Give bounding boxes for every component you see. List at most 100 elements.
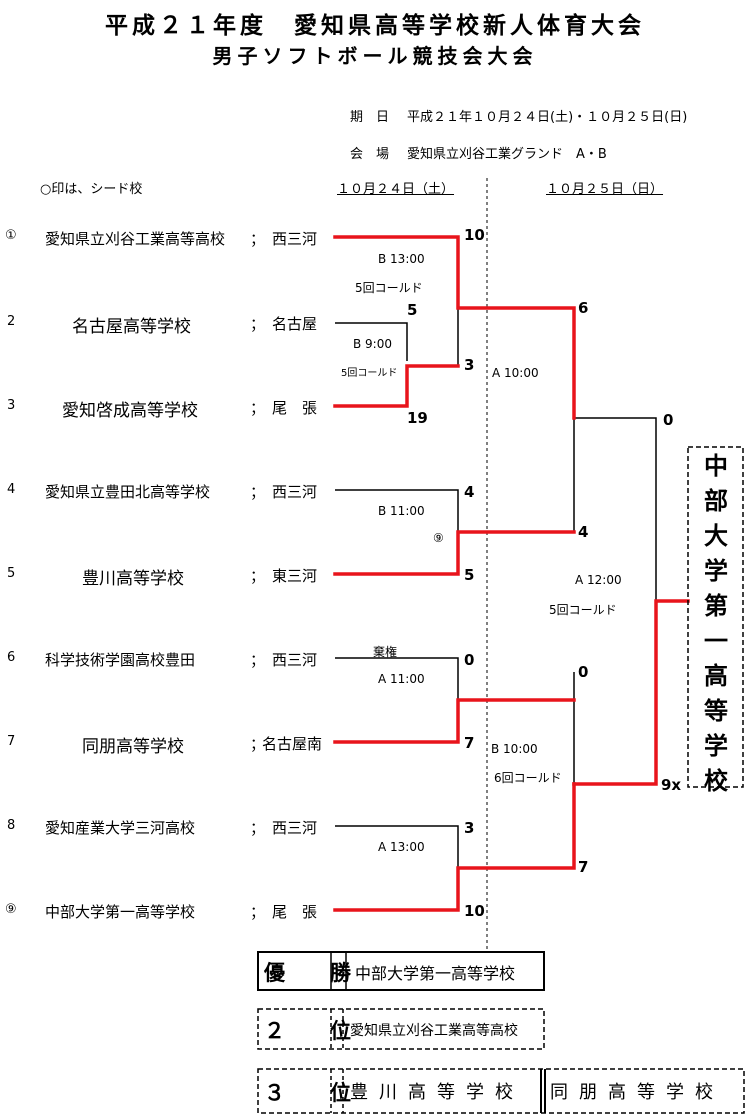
win-qf-bottom [572, 599, 690, 786]
third-name-b: 同朋高等学校 [550, 1082, 724, 1103]
venue-label: 会 場 [350, 147, 390, 162]
game-time: B 13:00 [378, 252, 425, 266]
team-name: 豊川高等学校 [82, 569, 184, 589]
team-region: 名古屋南 [262, 735, 323, 753]
team-sep: ； [250, 903, 266, 921]
team-no: ① [5, 228, 17, 243]
score: 3 [464, 356, 475, 374]
team-region: 名古屋 [272, 315, 318, 333]
score: 4 [578, 523, 589, 541]
second-box-frame [257, 1008, 545, 1050]
score: 10 [464, 902, 485, 920]
game-note: 5回コールド [355, 281, 423, 295]
line-sf-top [574, 417, 657, 601]
team-name: 中部大学第一高等学校 [45, 903, 196, 921]
team-name: 科学技術学園高校豊田 [45, 651, 196, 669]
team-name: 愛知啓成高等学校 [62, 401, 198, 421]
team-name: 愛知産業大学三河高校 [45, 819, 196, 837]
game-time: B 9:00 [353, 337, 392, 351]
team-no: 5 [7, 566, 16, 581]
team-no: 2 [7, 314, 16, 329]
champion-char: 部 [704, 487, 728, 515]
team-name: 同朋高等学校 [82, 737, 184, 757]
win-team5 [333, 530, 576, 576]
champion-char: 第 [704, 592, 728, 620]
game-note: 6回コールド [494, 771, 562, 785]
team-no: ⑨ [5, 902, 17, 917]
champion-char: 等 [704, 697, 728, 725]
page-title: 平成２１年度 愛知県高等学校新人体育大会 [105, 13, 645, 39]
team-sep: ； [250, 819, 266, 837]
forfeit-note: 棄権 [373, 645, 398, 659]
date-label: 期 日 [350, 110, 390, 125]
score: 19 [407, 409, 428, 427]
score: 7 [464, 734, 475, 752]
champion-vertical: 中 部 大 学 第 一 高 等 学 校 [696, 449, 736, 799]
champion-char: 学 [704, 557, 728, 585]
seed-note: ○印は、シード校 [40, 182, 143, 197]
champion-box-frame [687, 446, 744, 788]
team-sep: ； [250, 735, 266, 753]
team-sep: ； [250, 230, 266, 248]
team-region: 東三河 [272, 567, 318, 585]
game-time: B 10:00 [491, 742, 538, 756]
team-region: 西三河 [272, 230, 318, 248]
champion-char: 中 [704, 452, 728, 480]
winner-box-frame [257, 951, 545, 991]
game-time: A 13:00 [378, 840, 425, 854]
score: 9x [661, 776, 682, 794]
game-time: B 11:00 [378, 504, 425, 518]
line-team4 [335, 489, 459, 532]
winner-label: 優 勝 [264, 961, 363, 985]
champion-char: 学 [704, 732, 728, 760]
champion-char: 大 [704, 522, 728, 550]
team-no: 4 [7, 482, 16, 497]
line-team2 [335, 322, 408, 361]
game-time: A 12:00 [575, 573, 622, 587]
team-region: 尾 張 [272, 399, 318, 417]
team-no: 7 [7, 734, 16, 749]
team-name: 名古屋高等学校 [72, 317, 191, 337]
team-no: 6 [7, 650, 16, 665]
date-value: 平成２１年１０月２４日(土)・１０月２５日(日) [407, 110, 688, 125]
day2-header: １０月２５日（日） [546, 182, 664, 197]
score: 0 [578, 663, 589, 681]
team-region: 尾 張 [272, 903, 318, 921]
team-name: 愛知県立刈谷工業高等高校 [45, 230, 226, 248]
line-team8 [335, 825, 459, 868]
game-time: A 11:00 [378, 672, 425, 686]
third-label: ３ 位 [264, 1081, 363, 1105]
champion-char: 校 [704, 767, 728, 795]
seed-mark: ⑨ [433, 531, 444, 545]
team-region: 西三河 [272, 819, 318, 837]
score: 5 [407, 301, 418, 319]
champion-char: 高 [704, 662, 728, 690]
third-name-a: 豊川高等学校 [350, 1082, 524, 1103]
game-note: 5回コールド [341, 368, 398, 379]
second-name: 愛知県立刈谷工業高等高校 [350, 1023, 518, 1039]
second-label: ２ 位 [264, 1019, 363, 1043]
score: 7 [578, 858, 589, 876]
winner-name: 中部大学第一高等学校 [355, 964, 516, 983]
win-team9 [333, 782, 576, 912]
team-sep: ； [250, 483, 266, 501]
page-subtitle: 男子ソフトボール競技会大会 [212, 44, 538, 68]
score: 5 [464, 566, 475, 584]
team-no: 8 [7, 818, 16, 833]
game-time: A 10:00 [492, 366, 539, 380]
team-region: 西三河 [272, 483, 318, 501]
score: 10 [464, 226, 485, 244]
team-name: 愛知県立豊田北高等学校 [45, 483, 211, 501]
score: 0 [663, 411, 674, 429]
champion-char: 一 [704, 627, 728, 655]
score: 3 [464, 819, 475, 837]
venue-value: 愛知県立刈谷工業グランド A・B [407, 147, 607, 162]
score: 0 [464, 651, 475, 669]
line-team6 [335, 657, 459, 700]
third-box-frame [257, 1068, 745, 1114]
win-team3 [333, 364, 460, 408]
score: 6 [578, 299, 589, 317]
team-sep: ； [250, 399, 266, 417]
team-region: 西三河 [272, 651, 318, 669]
